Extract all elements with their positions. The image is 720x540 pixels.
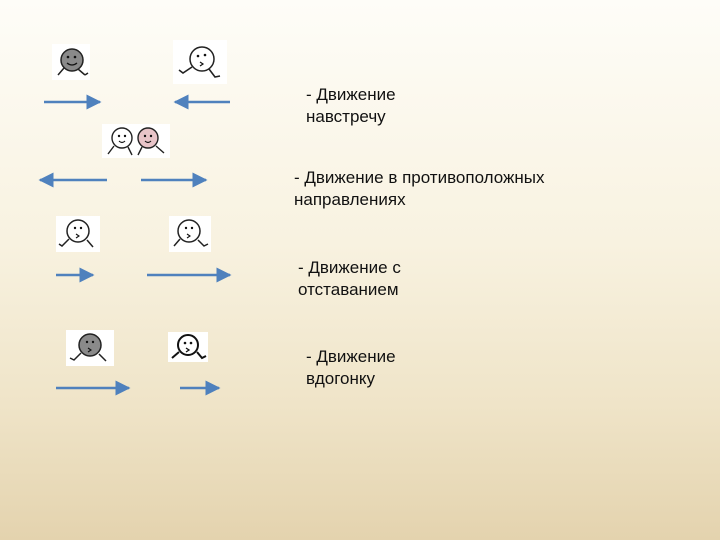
caption-line: отставанием <box>298 280 399 299</box>
running-figure-icon <box>168 332 208 362</box>
running-figure-icon <box>169 216 211 252</box>
caption-catch-up: - Движение вдогонку <box>306 346 396 390</box>
running-figure-icon <box>56 216 100 252</box>
running-figure-icon <box>52 44 90 80</box>
arrow-right-icon <box>179 380 221 396</box>
running-figure-icon <box>173 40 227 84</box>
arrow-right-icon <box>55 267 95 283</box>
caption-line: - Движение <box>306 347 396 366</box>
arrow-left-icon <box>38 172 108 188</box>
arrow-right-icon <box>140 172 208 188</box>
arrow-right-icon <box>146 267 232 283</box>
arrow-left-icon <box>173 94 231 110</box>
caption-meeting: - Движение навстречу <box>306 84 396 128</box>
caption-opposite: - Движение в противоположных направления… <box>294 167 545 211</box>
figure-pair-icon <box>102 124 170 158</box>
arrow-right-icon <box>43 94 103 110</box>
caption-line: - Движение с <box>298 258 401 277</box>
caption-line: - Движение в противоположных <box>294 168 545 187</box>
caption-line: навстречу <box>306 107 386 126</box>
running-figure-icon <box>66 330 114 366</box>
caption-line: - Движение <box>306 85 396 104</box>
caption-lagging: - Движение с отставанием <box>298 257 401 301</box>
caption-line: направлениях <box>294 190 406 209</box>
arrow-right-icon <box>55 380 131 396</box>
caption-line: вдогонку <box>306 369 376 388</box>
